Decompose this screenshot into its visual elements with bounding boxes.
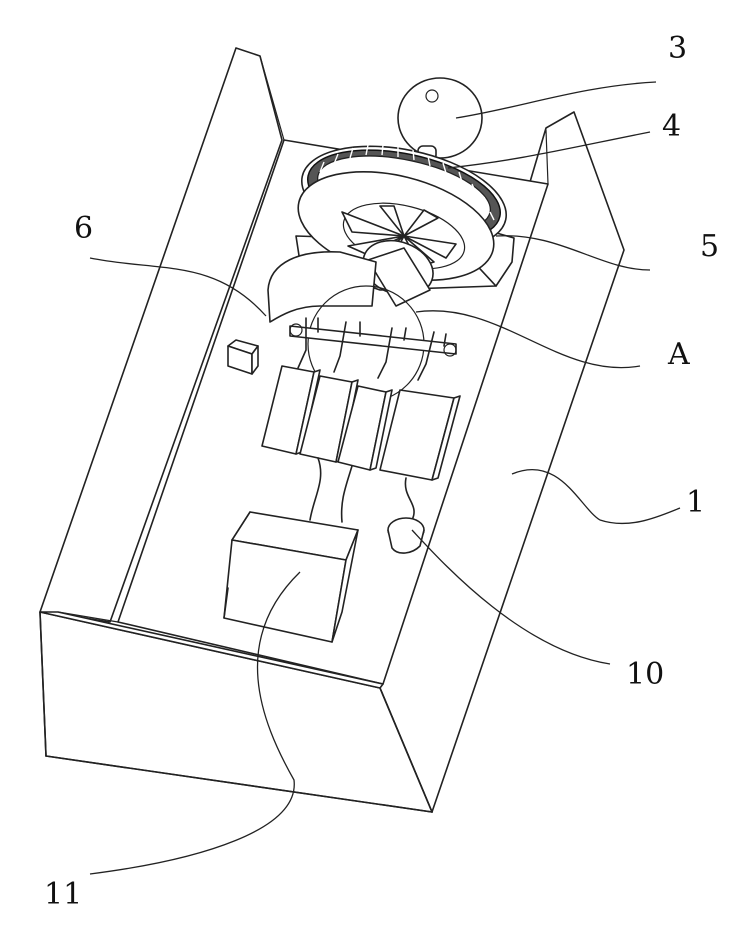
- label-10: 10: [626, 657, 664, 692]
- label-1: 1: [686, 485, 705, 520]
- label-11: 11: [44, 877, 82, 912]
- label-a: A: [667, 337, 690, 372]
- label-5: 5: [700, 229, 719, 264]
- sensor: [388, 518, 424, 553]
- label-3: 3: [668, 31, 687, 66]
- label-4: 4: [662, 109, 681, 144]
- motor-body: [398, 78, 482, 158]
- label-6: 6: [74, 211, 93, 246]
- motor: [398, 78, 482, 160]
- controller-box: [224, 512, 358, 642]
